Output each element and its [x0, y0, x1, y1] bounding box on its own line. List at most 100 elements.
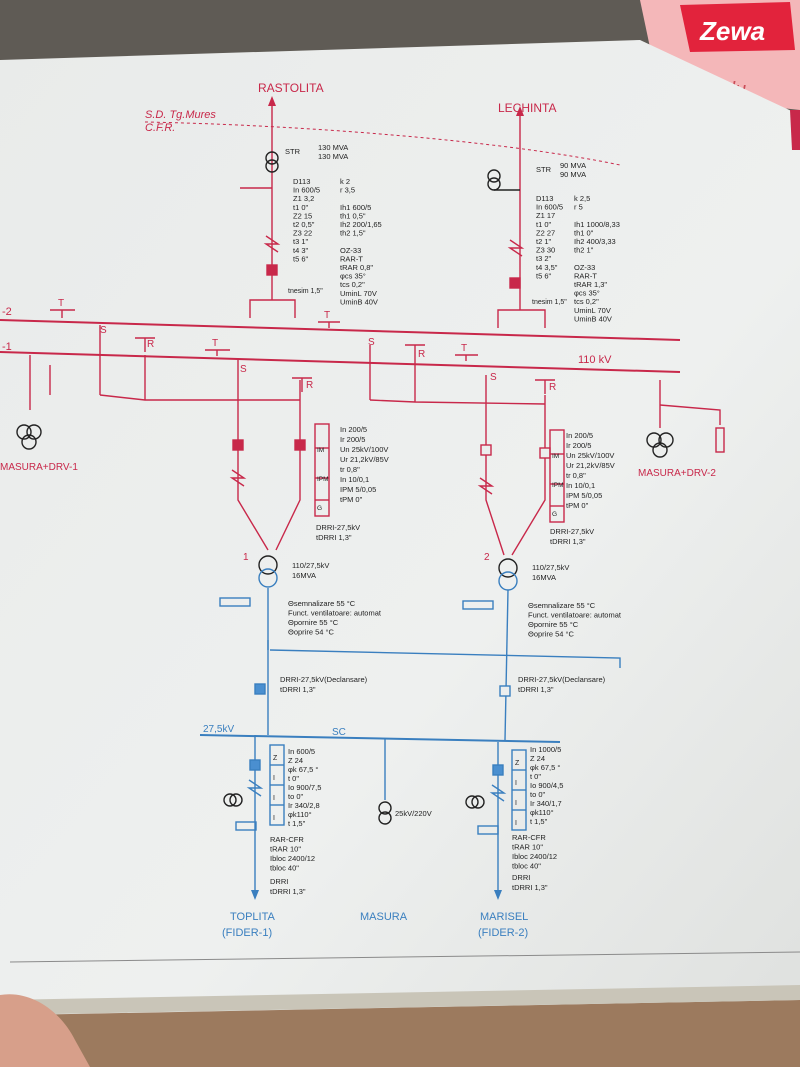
- left-tnesim: tnesim 1,5": [288, 288, 323, 295]
- feeder1-param: t 1,5": [288, 819, 306, 828]
- t-label-3: T: [324, 310, 330, 321]
- feeder2-box-label: I: [515, 820, 517, 827]
- tr1-rating2: 16MVA: [292, 571, 316, 580]
- feeder2-box-label: I: [515, 780, 517, 787]
- tr2-tdrri-dec: tDRRI 1,3": [518, 685, 554, 694]
- paper-curl: [0, 985, 800, 1015]
- tr2-param: In 10/0,1: [566, 481, 595, 490]
- tr1-box-label: IM: [317, 447, 324, 454]
- feeder1-param: Io 900/7,5: [288, 783, 321, 792]
- feeder1-rar-line: tbloc 40": [270, 864, 299, 873]
- feeder2-fider: (FIDER-2): [478, 927, 528, 939]
- right-param: OZ-33: [574, 263, 595, 272]
- masura-left: MASURA+DRV-1: [0, 462, 78, 473]
- feeder1-param: φk 67,5 °: [288, 765, 318, 774]
- feeder1-name: TOPLITA: [230, 911, 275, 923]
- feeder2-param: Z 24: [530, 754, 545, 763]
- feeder1-fider: (FIDER-1): [222, 927, 272, 939]
- feeder1-box-label: I: [273, 795, 275, 802]
- r-label-4: R: [549, 382, 556, 393]
- left-param: Z3 22: [293, 229, 312, 238]
- tr1-thermal-line: Θoprire 54 °C: [288, 628, 335, 637]
- feeder2-param: Ir 340/1,7: [530, 799, 562, 808]
- left-param: t5 6": [293, 254, 309, 263]
- left-param: k 2: [340, 177, 350, 186]
- feeder2-rar-line: tbloc 40": [512, 862, 541, 871]
- page-edge-mark: [790, 110, 800, 150]
- tr1-thermal-line: Funct. ventilatoare: automat: [288, 609, 382, 618]
- right-param: r 5: [574, 203, 583, 212]
- right-param: In 600/5: [536, 203, 563, 212]
- right-param: t5 6": [536, 271, 552, 280]
- tr2-rating2: 16MVA: [532, 573, 556, 582]
- feeder1-param: Ir 340/2,8: [288, 801, 320, 810]
- left-param: Z2 15: [293, 211, 312, 220]
- t-label-2: T: [212, 338, 218, 349]
- lv-section: [199, 588, 621, 900]
- left-param: tRAR 0,8": [340, 263, 373, 272]
- tr1-thermal-line: Θpornire 55 °C: [288, 618, 339, 627]
- lv-bus-label: 27,5kV: [203, 724, 234, 735]
- tr2-drri: DRRI-27,5kV: [550, 527, 594, 536]
- tr2-lv-breaker: [499, 685, 511, 697]
- feeder1-drri: DRRI: [270, 877, 288, 886]
- tr1-param: Ir 200/5: [340, 435, 365, 444]
- surge-arrester: [715, 427, 725, 453]
- left-param: UminL 70V: [340, 289, 377, 298]
- label-lechinta: LECHINTA: [498, 101, 556, 115]
- feeder2-name: MARISEL: [480, 911, 528, 923]
- left-param: t3 1": [293, 237, 309, 246]
- left-param: t2 0,5": [293, 220, 315, 229]
- tr1-thermal-line: Θsemnalizare 55 °C: [288, 599, 356, 608]
- tr1-box-label: IPM: [317, 476, 329, 483]
- bus-voltage: 110 kV: [578, 354, 612, 366]
- masura-label: MASURA: [360, 911, 408, 923]
- left-param: OZ-33: [340, 246, 361, 255]
- right-param: UminL 70V: [574, 306, 611, 315]
- feeder1-box-label: I: [273, 815, 275, 822]
- breaker-tr2-a: [480, 444, 492, 456]
- lv-busbar: [199, 734, 561, 743]
- tr1-relay-box: [314, 423, 330, 517]
- right-param: UminB 40V: [574, 314, 612, 323]
- busbar-2: [0, 351, 681, 373]
- zewa-logo: Zewa: [699, 16, 765, 46]
- feeder1-rar-line: Ibloc 2400/12: [270, 854, 315, 863]
- left-param: tcs 0,2": [340, 280, 365, 289]
- feeder2-param: to 0": [530, 790, 546, 799]
- bus-left-1: -1: [2, 341, 12, 353]
- s-label-2: S: [240, 364, 247, 375]
- paper-sheet: [0, 40, 800, 1015]
- left-param: D113: [293, 177, 310, 186]
- hand: [0, 994, 90, 1067]
- tr2-thermal-line: Θsemnalizare 55 °C: [528, 601, 596, 610]
- tr2-rating1: 110/27,5kV: [532, 563, 569, 572]
- s-label-4: S: [490, 372, 497, 383]
- left-param: r 3,5: [340, 186, 355, 195]
- feeder2-box-label: I: [515, 800, 517, 807]
- masura-right: MASURA+DRV-2: [638, 468, 716, 479]
- feeder2-param: φk110°: [530, 808, 554, 817]
- left-param: t4 3": [293, 246, 309, 255]
- feeder1-param: φk110°: [288, 810, 312, 819]
- feeder1-param: Z 24: [288, 756, 303, 765]
- tr2-thermal-line: Θoprire 54 °C: [528, 630, 575, 639]
- left-param: Ih2 200/1,65: [340, 220, 382, 229]
- right-param: tRAR 1,3": [574, 280, 607, 289]
- left-param: t1 0": [293, 203, 309, 212]
- label-sd: S.D. Tg.Mures: [145, 109, 216, 121]
- left-param: UminB 40V: [340, 297, 378, 306]
- tr1-fan: [219, 597, 251, 607]
- right-param: t1 0": [536, 220, 552, 229]
- tr2-param: Ir 200/5: [566, 441, 591, 450]
- right-param: Ih2 400/3,33: [574, 237, 616, 246]
- tr2-relay-box: [549, 429, 565, 523]
- t-label-4: T: [461, 343, 467, 354]
